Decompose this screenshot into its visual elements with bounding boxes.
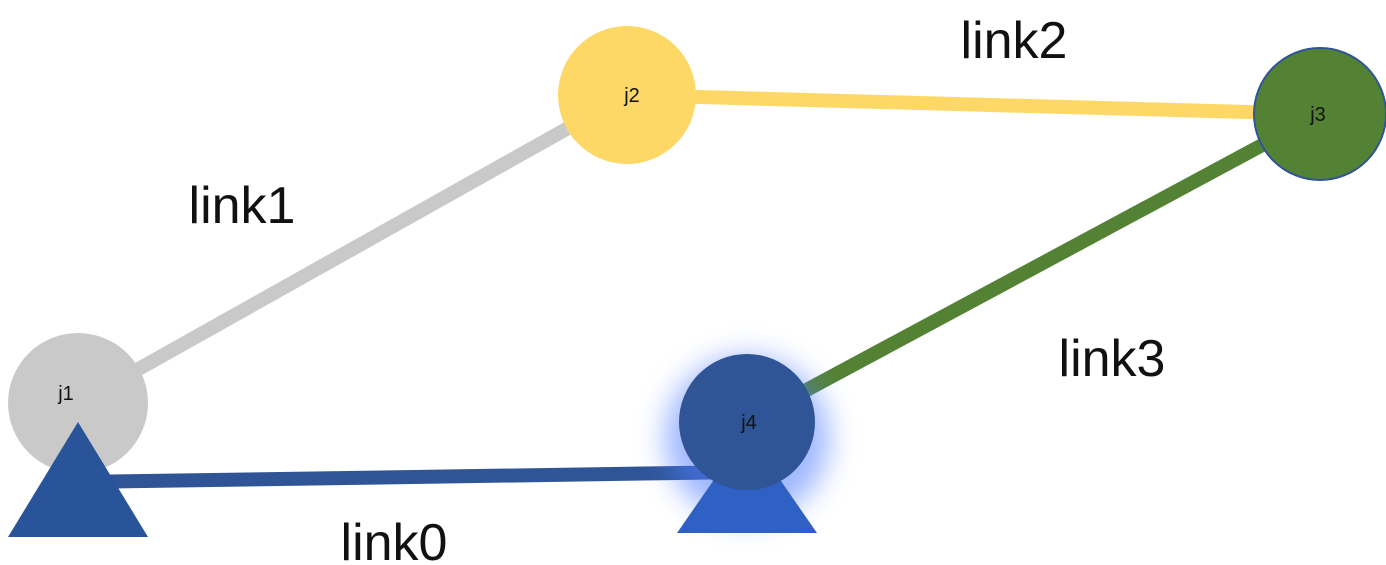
joint-j3-label: j3 bbox=[1309, 104, 1326, 126]
link3-line[interactable] bbox=[743, 107, 1324, 429]
joint-j2-circle[interactable] bbox=[558, 26, 696, 164]
joint-j2-label: j2 bbox=[623, 85, 640, 107]
link2-label: link2 bbox=[961, 12, 1068, 70]
joint-j1-label: j1 bbox=[57, 383, 74, 405]
joint-j3-circle[interactable] bbox=[1253, 47, 1386, 181]
ground-triangle-j1 bbox=[8, 422, 148, 537]
link3-label: link3 bbox=[1059, 330, 1166, 388]
joint-j1-circle[interactable] bbox=[8, 333, 148, 473]
joint-j4-circle[interactable] bbox=[679, 354, 815, 490]
link1-line[interactable] bbox=[74, 88, 631, 410]
link0-label: link0 bbox=[341, 514, 448, 565]
link0-line[interactable] bbox=[77, 465, 748, 489]
link1-label: link1 bbox=[189, 177, 296, 235]
link2-line[interactable] bbox=[626, 88, 1321, 121]
joint-j4-label: j4 bbox=[740, 412, 757, 434]
